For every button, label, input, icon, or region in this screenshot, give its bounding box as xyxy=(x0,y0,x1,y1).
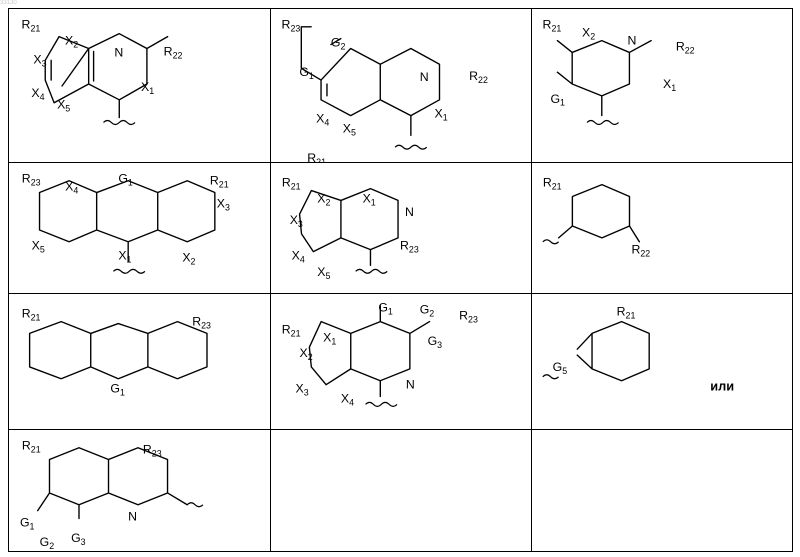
s7-label-R21: R21 xyxy=(22,307,41,323)
s1-label-X1: X1 xyxy=(141,80,154,96)
structure-9: R21G5 или xyxy=(532,294,792,429)
cell-11 xyxy=(270,429,532,552)
s2-label-X5: X5 xyxy=(343,121,356,137)
s1-label-X5: X5 xyxy=(57,98,70,114)
structure-10: R21 R23G1 N G2 G3 xyxy=(9,430,270,551)
s8-label-X2: X2 xyxy=(300,346,313,362)
s3-label-X2: X2 xyxy=(582,26,595,42)
s10-label-G3: G3 xyxy=(71,531,86,547)
s4-label-X2: X2 xyxy=(182,250,195,266)
s8-label-X4: X4 xyxy=(341,391,354,407)
corner-mark: 33130 xyxy=(0,0,17,6)
s3-label-R21: R21 xyxy=(543,18,562,34)
s2-label-R22: R22 xyxy=(469,69,488,85)
s7-label-R23: R23 xyxy=(192,315,211,331)
s1-label-N: N xyxy=(114,45,123,59)
s8-label-G1: G1 xyxy=(378,301,393,317)
s2-label-N: N xyxy=(420,70,429,84)
s3-label-R22: R22 xyxy=(676,39,695,55)
s10-label-R23: R23 xyxy=(143,443,162,459)
s10-label-G2: G2 xyxy=(40,535,55,551)
cell-8: G1 G2 R23R21X1 G3X2X3 N X4 xyxy=(270,293,532,430)
s2-label-R23: R23 xyxy=(282,18,301,34)
structure-6: R21R22 xyxy=(532,163,792,293)
s7-label-G1: G1 xyxy=(110,382,125,398)
s2-label-G1: G1 xyxy=(299,65,314,81)
s8-label-R21: R21 xyxy=(282,322,301,338)
s10-label-G1: G1 xyxy=(20,515,35,531)
structure-8: G1 G2 R23R21X1 G3X2X3 N X4 xyxy=(271,294,531,429)
s2-label-G2: G2 xyxy=(331,36,346,52)
structure-1: R21X2N R22X3X1 X4X5 xyxy=(9,9,270,162)
s1-label-X2: X2 xyxy=(65,34,78,50)
s4-label-X4: X4 xyxy=(65,180,78,196)
s10-label-N: N xyxy=(128,510,137,524)
s4-label-R21: R21 xyxy=(210,174,229,190)
s5-label-R21: R21 xyxy=(282,176,301,192)
s4-label-X3: X3 xyxy=(217,196,230,212)
s1-label-X4: X4 xyxy=(31,86,44,102)
s5-label-X4: X4 xyxy=(292,249,305,265)
s9-label-G5: G5 xyxy=(553,360,568,376)
s8-label-G3: G3 xyxy=(428,334,443,350)
s4-label-X1: X1 xyxy=(118,249,131,265)
s3-label-X1: X1 xyxy=(663,77,676,93)
cell-3: R21X2N R22G1 X1 xyxy=(531,8,793,163)
s4-label-R23: R23 xyxy=(22,172,41,188)
s2-label-R21: R21 xyxy=(307,151,326,162)
s6-label-R21: R21 xyxy=(543,176,562,192)
cell-9: R21G5 или xyxy=(531,293,793,430)
s9-label-R21: R21 xyxy=(617,305,636,321)
s4-label-X5: X5 xyxy=(32,239,45,255)
s1-label-R21: R21 xyxy=(22,18,41,34)
structure-7: R21R23G1 xyxy=(9,294,270,429)
s5-label-X3: X3 xyxy=(290,213,303,229)
structure-4: R23X4 G1 R21X3X5X1 X2 xyxy=(9,163,270,293)
structure-2: R23G2G1 N R22X4X5 X1R21 xyxy=(271,9,531,162)
s5-label-R23: R23 xyxy=(400,239,419,255)
s8-label-N: N xyxy=(406,378,415,392)
s9-trailing-text: или xyxy=(710,379,734,394)
cell-10: R21 R23G1 N G2 G3 xyxy=(8,429,271,552)
s10-label-R21: R21 xyxy=(22,439,41,455)
cell-2: R23G2G1 N R22X4X5 X1R21 xyxy=(270,8,532,163)
s5-label-X1: X1 xyxy=(363,191,376,207)
s5-label-N: N xyxy=(405,205,414,219)
s1-label-R22: R22 xyxy=(164,44,183,60)
s5-label-X2: X2 xyxy=(317,191,330,207)
s8-label-X3: X3 xyxy=(296,382,309,398)
s3-label-G1: G1 xyxy=(550,92,565,108)
s2-label-X1: X1 xyxy=(435,107,448,123)
structure-table: R21X2NR22X3X1X4X5 R23G2G1NR22X4X5X1R21 R… xyxy=(8,8,793,552)
cell-5: R21X2 X1N X3R23X4X5 xyxy=(270,162,532,294)
s3-label-N: N xyxy=(627,34,636,48)
cell-4: R23X4 G1 R21X3X5X1 X2 xyxy=(8,162,271,294)
s8-label-X1: X1 xyxy=(323,330,336,346)
structure-5: R21X2 X1N X3R23X4X5 xyxy=(271,163,531,293)
s4-label-G1: G1 xyxy=(118,172,133,188)
cell-7: R21R23G1 xyxy=(8,293,271,430)
s1-label-X3: X3 xyxy=(33,52,46,68)
s2-label-X4: X4 xyxy=(316,112,329,128)
s8-label-R23: R23 xyxy=(459,309,478,325)
cell-1: R21X2N R22X3X1 X4X5 xyxy=(8,8,271,163)
cell-6: R21R22 xyxy=(531,162,793,294)
s5-label-X5: X5 xyxy=(317,265,330,281)
s6-label-R22: R22 xyxy=(631,243,650,259)
cell-12 xyxy=(531,429,793,552)
structure-3: R21X2N R22G1 X1 xyxy=(532,9,792,162)
s8-label-G2: G2 xyxy=(420,303,435,319)
